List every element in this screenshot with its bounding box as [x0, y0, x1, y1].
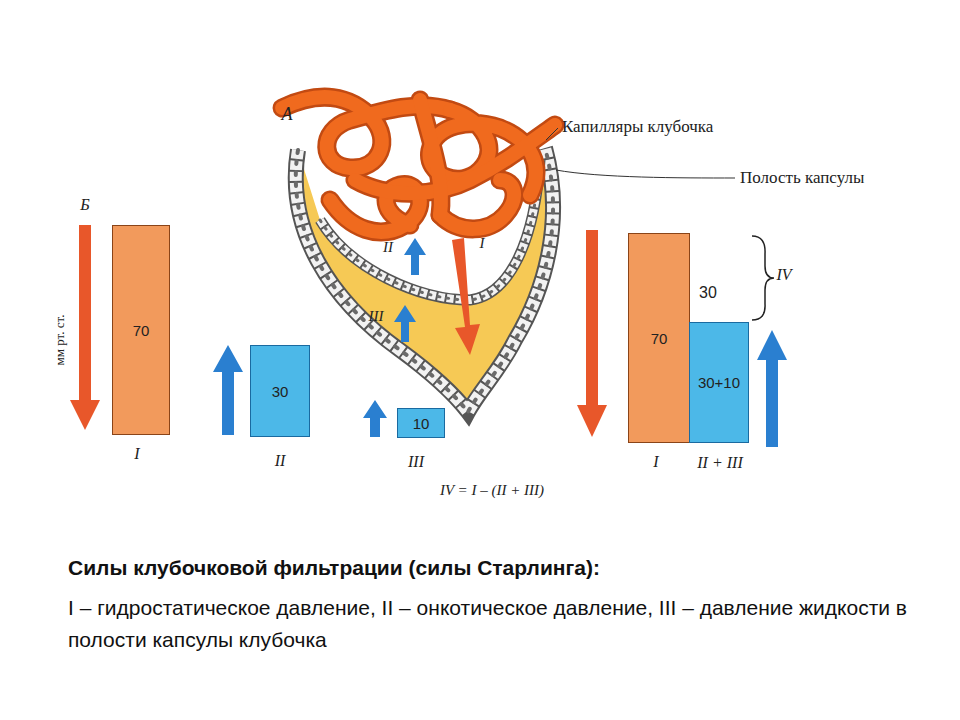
figure-caption: I – гидростатическое давление, II – онко… — [68, 592, 908, 655]
diagram-label: I — [480, 235, 485, 252]
diagram-label: Капилляры клубочка — [562, 118, 713, 137]
pressure-bar: 30+10 — [689, 322, 749, 443]
diagram-label: Полость капсулы — [740, 169, 864, 188]
pressure-arrow — [757, 330, 787, 447]
pressure-value: 70 — [133, 322, 150, 339]
diagram-label: IV — [776, 266, 791, 284]
pressure-arrow — [213, 345, 243, 435]
leader-line — [556, 170, 735, 178]
filtration-arrow — [452, 238, 480, 355]
diagram-label: 30 — [699, 284, 717, 302]
diagram-label: А — [282, 105, 293, 125]
diagram-label: II + III — [697, 454, 742, 472]
diagram-label: III — [408, 453, 424, 471]
capsule-pressure-arrow — [394, 305, 416, 342]
pressure-value: 10 — [413, 415, 430, 432]
pressure-value: 30+10 — [698, 374, 740, 391]
oncotic-arrow — [404, 238, 426, 275]
pressure-bar: 70 — [112, 225, 170, 435]
diagram-label: II — [383, 239, 393, 256]
pressure-arrow — [70, 225, 100, 430]
figure-title: Силы клубочковой фильтрации (силы Старли… — [68, 556, 600, 580]
pressure-arrow — [577, 230, 607, 437]
pressure-bar: 70 — [628, 233, 690, 443]
diagram-label: I — [653, 453, 658, 471]
diagram-label: Б — [80, 196, 89, 214]
pressure-value: 30 — [272, 383, 289, 400]
glomerular-capillaries — [282, 97, 555, 232]
diagram-label: IV = I – (II + III) — [440, 482, 544, 499]
pressure-bar: 10 — [397, 408, 445, 438]
pressure-bar: 30 — [250, 345, 310, 437]
diagram-label: III — [369, 308, 384, 325]
pressure-arrow — [363, 400, 387, 437]
pressure-value: 70 — [651, 330, 668, 347]
diagram-label: II — [275, 452, 286, 470]
bracket — [752, 236, 774, 320]
diagram-label: мм рт. ст. — [53, 315, 67, 366]
leader-line — [546, 128, 558, 140]
diagram-label: I — [134, 445, 139, 463]
